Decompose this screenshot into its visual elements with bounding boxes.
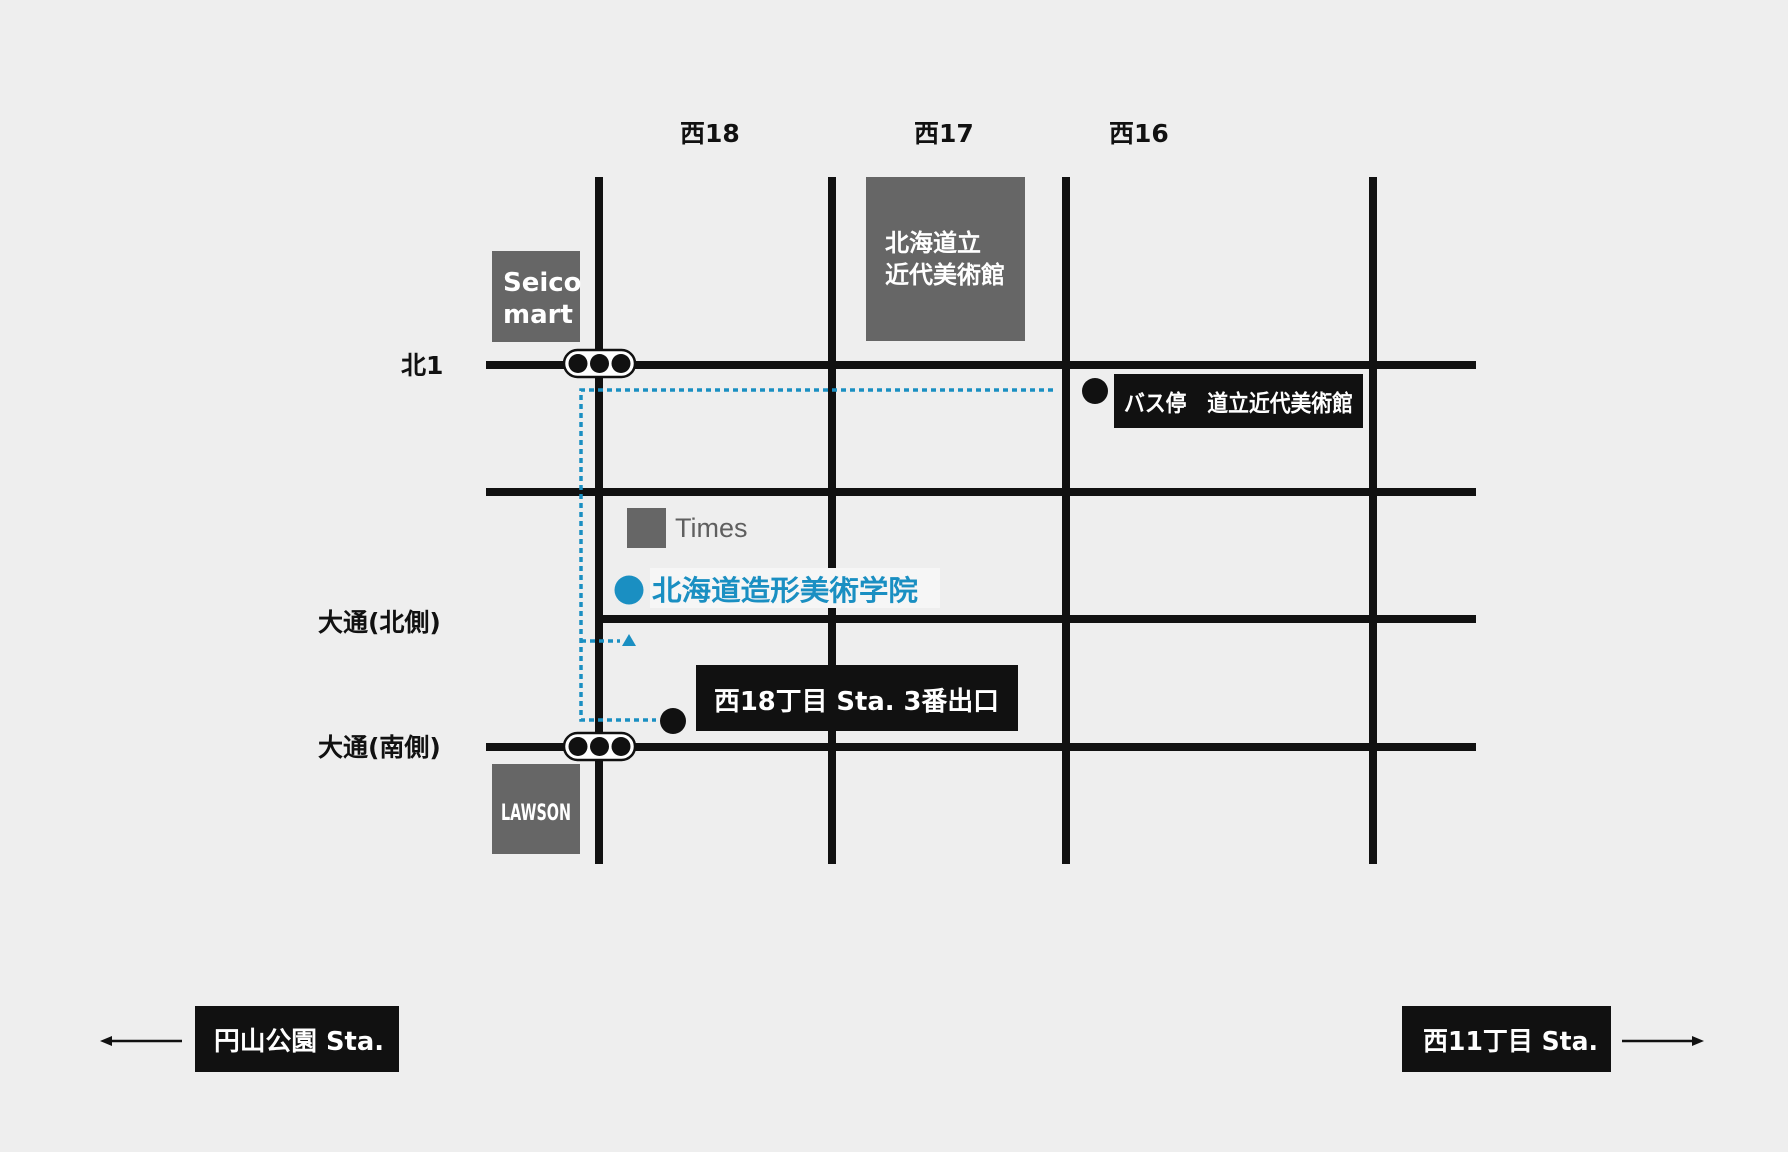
station-right-label: 西11丁目 Sta. (1423, 1027, 1598, 1057)
left-arrow-icon (100, 1036, 182, 1046)
subway-exit-dot-icon (660, 708, 686, 734)
street-label-kita1: 北1 (401, 351, 443, 380)
lawson-building (492, 764, 580, 854)
school-label-bg (650, 568, 940, 608)
street-label-odori-south: 大通(南側) (318, 733, 441, 762)
seicomart-building (492, 251, 580, 342)
walking-route (579, 388, 1053, 722)
subway-exit-label: 西18丁目 Sta. 3番出口 (714, 687, 999, 717)
seicomart-label-1: Seico (503, 268, 582, 298)
station-left-label: 円山公園 Sta. (214, 1027, 384, 1057)
museum-label-1: 北海道立 (885, 229, 981, 257)
seicomart-label-2: mart (503, 300, 573, 330)
route-path-main (579, 388, 1053, 722)
street-label-nishi16: 西16 (1109, 119, 1169, 148)
route-arrow-icon (622, 634, 636, 646)
bus-stop-box (1114, 374, 1363, 428)
street-label-nishi18: 西18 (680, 119, 740, 148)
roads (486, 177, 1476, 864)
museum-label-2: 近代美術館 (885, 261, 1005, 289)
station-right-box[interactable] (1402, 1006, 1611, 1072)
times-parking-icon (627, 508, 666, 548)
right-arrow-icon (1622, 1036, 1704, 1046)
museum-building (866, 177, 1025, 341)
street-label-odori-north: 大通(北側) (318, 608, 441, 637)
traffic-light-south-icon (562, 731, 637, 762)
traffic-light-north-icon (562, 348, 637, 379)
school-marker-icon (614, 575, 644, 605)
bus-stop-dot-icon (1082, 378, 1108, 404)
bus-stop-label: バス停 道立近代美術館 (1124, 390, 1353, 417)
school-name: 北海道造形美術学院 (652, 574, 918, 607)
station-left-box[interactable] (195, 1006, 399, 1072)
times-label: Times (675, 513, 748, 543)
street-label-nishi17: 西17 (914, 119, 974, 148)
lawson-label: LAWSON (501, 801, 571, 826)
subway-exit-box (696, 665, 1018, 731)
